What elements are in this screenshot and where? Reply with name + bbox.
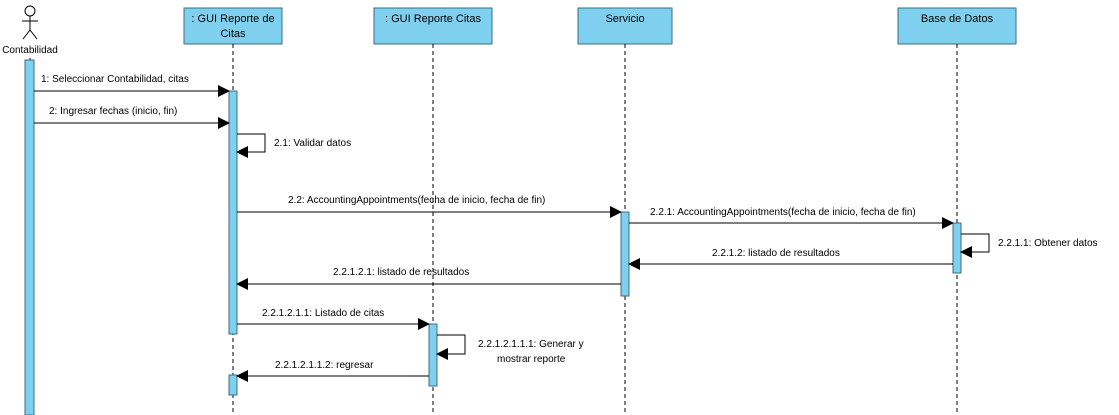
lifeline-head-box — [577, 7, 673, 45]
activation-bar — [228, 374, 238, 396]
message-2-2-1-1-self: 2.2.1.1: Obtener datos — [960, 233, 1098, 258]
activation-bar — [228, 90, 238, 335]
actor-right-leg — [29, 29, 38, 40]
lifeline-name: Servicio — [605, 13, 644, 25]
message-label: 2.2.1: AccountingAppointments(fecha de i… — [650, 207, 916, 218]
message-2-2-1-2-1-1: 2.2.1.2.1.1: Listado de citas — [237, 308, 430, 330]
actor-head — [24, 5, 36, 17]
actor-name: Contabilidad — [2, 45, 58, 56]
message-label: mostrar reporte — [497, 354, 566, 365]
self-message-arrow — [236, 133, 266, 158]
lifeline-head-box — [373, 7, 493, 45]
lifeline-name: : GUI Reporte de — [191, 13, 274, 25]
message-label: 2.2.1.2.1.1.2: regresar — [275, 360, 374, 371]
message-label: 2.2.1.2: listado de resultados — [712, 248, 840, 259]
message-2-2-1: 2.2.1: AccountingAppointments(fecha de i… — [629, 207, 954, 229]
message-label: 2.2.1.1: Obtener datos — [998, 238, 1098, 249]
message-2-2-1-2-1-1-1-self: 2.2.1.2.1.1.1: Generar y mostrar reporte — [436, 334, 584, 365]
lifeline-name: : GUI Reporte Citas — [385, 13, 481, 25]
self-message-arrow — [960, 233, 990, 258]
message-label: 2.2: AccountingAppointments(fecha de ini… — [288, 195, 545, 206]
message-2-1-self: 2.1: Validar datos — [236, 133, 351, 158]
message-2: 2: Ingresar fechas (inicio, fin) — [34, 106, 230, 129]
lifeline-servicio: Servicio — [577, 7, 673, 415]
actor-left-leg — [22, 29, 31, 40]
message-2-2-1-2-1: 2.2.1.2.1: listado de resultados — [236, 267, 621, 290]
message-2-2-1-2: 2.2.1.2: listado de resultados — [628, 248, 953, 270]
lifeline-head-box — [897, 7, 1017, 45]
actor-contabilidad: Contabilidad — [2, 5, 58, 56]
message-1: 1: Seleccionar Contabilidad, citas — [34, 74, 230, 97]
activation-bar — [428, 323, 438, 387]
message-label: 2.2.1.2.1: listado de resultados — [333, 267, 469, 278]
activation-bar — [620, 211, 630, 297]
message-label: 2.2.1.2.1.1.1: Generar y — [478, 339, 584, 350]
message-label: 2.1: Validar datos — [274, 138, 351, 149]
message-label: 2.2.1.2.1.1: Listado de citas — [262, 308, 384, 319]
lifeline-name: Citas — [220, 28, 246, 40]
message-2-2-1-2-1-1-2: 2.2.1.2.1.1.2: regresar — [236, 360, 429, 382]
activation-bar — [952, 222, 962, 274]
lifeline-name: Base de Datos — [921, 13, 994, 25]
message-label: 2: Ingresar fechas (inicio, fin) — [49, 106, 177, 117]
lifeline-gui-reporte-de-citas: : GUI Reporte de Citas — [183, 7, 283, 415]
message-2-2: 2.2: AccountingAppointments(fecha de ini… — [237, 195, 622, 218]
message-label: 1: Seleccionar Contabilidad, citas — [41, 74, 189, 85]
actor-activation-bar — [24, 59, 35, 415]
lifeline-head-box — [183, 7, 283, 45]
self-message-arrow — [436, 334, 466, 360]
lifeline-gui-reporte-citas: : GUI Reporte Citas — [373, 7, 493, 415]
